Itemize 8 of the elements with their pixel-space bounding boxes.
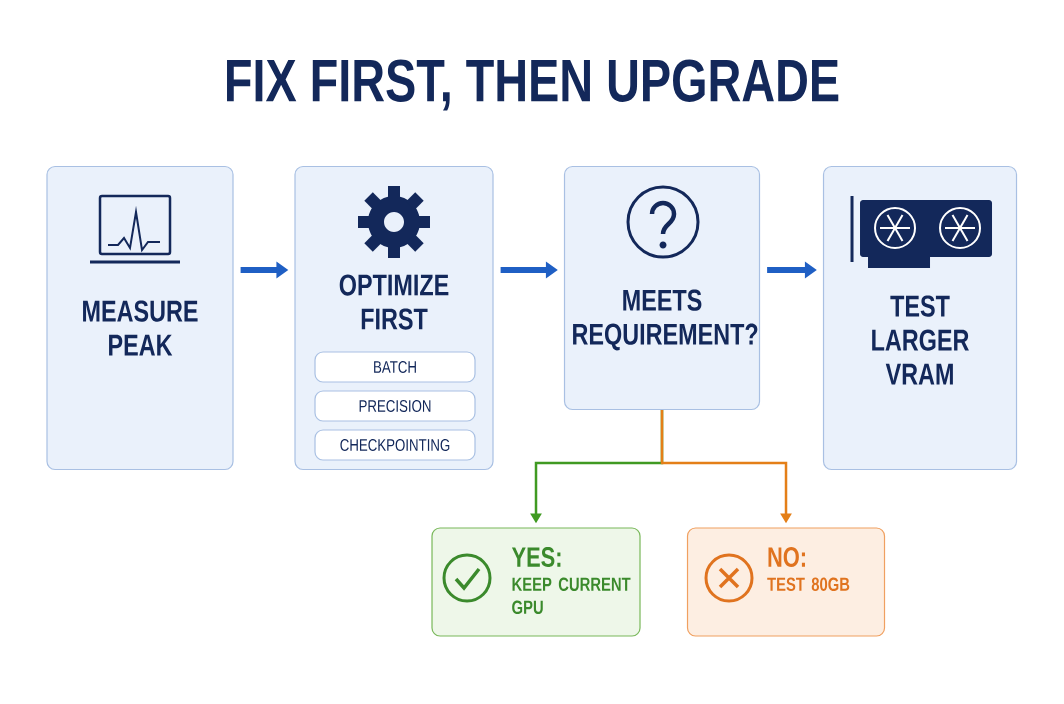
title: FIX FIRST, THEN UPGRADE <box>227 59 839 111</box>
outcome-box: YES: KEEP CURRENT GPU <box>431 527 641 637</box>
process-box: MEETS REQUIREMENT? <box>563 165 761 411</box>
option-box: PRECISION <box>314 390 476 422</box>
process-box: MEASURE PEAK <box>46 165 234 471</box>
option-box: CHECKPOINTING <box>314 429 476 461</box>
outcome-box: NO: TEST 80GB <box>686 527 886 637</box>
option-box: BATCH <box>314 351 476 383</box>
